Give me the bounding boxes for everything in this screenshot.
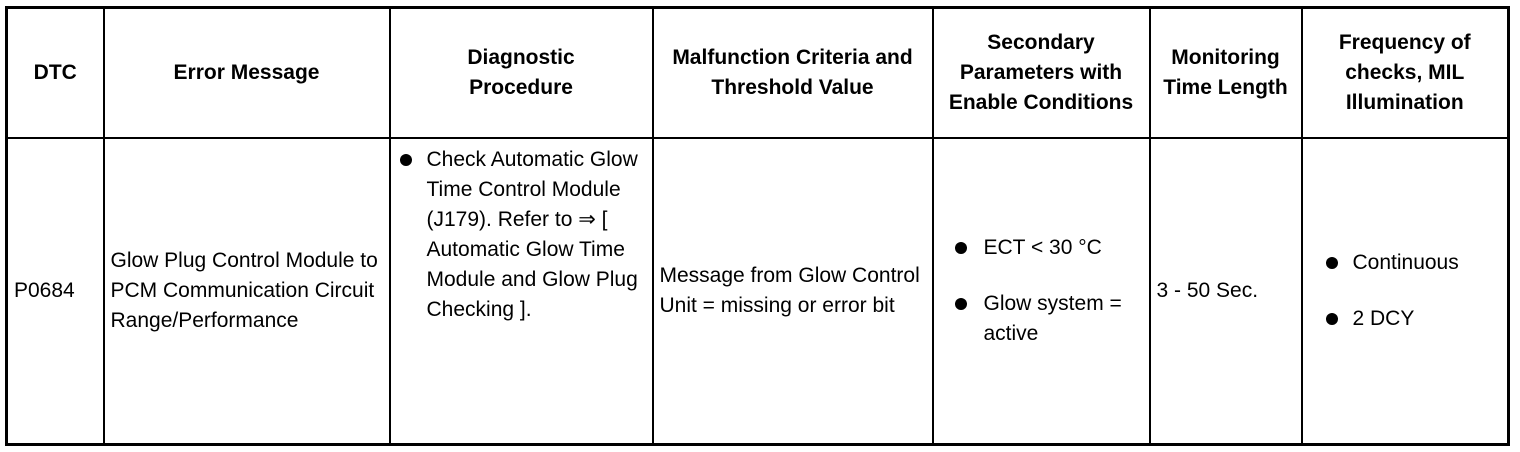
table-row: P0684 Glow Plug Control Module to PCM Co… xyxy=(5,137,1510,446)
header-monitoring-time: Monitoring Time Length xyxy=(1148,6,1303,139)
secondary-parameters-list: ECT < 30 °C Glow system = active xyxy=(952,233,1143,349)
header-error-message: Error Message xyxy=(102,6,391,139)
dtc-table: DTC Error Message Diagnostic Procedure M… xyxy=(5,6,1510,446)
header-row: DTC Error Message Diagnostic Procedure M… xyxy=(5,6,1510,139)
header-dtc: DTC xyxy=(5,6,105,139)
header-malfunction-criteria: Malfunction Criteria and Threshold Value xyxy=(651,6,934,139)
cell-malfunction-criteria: Message from Glow Control Unit = missing… xyxy=(651,137,934,446)
procedure-item: Check Automatic Glow Time Control Module… xyxy=(397,145,646,325)
procedure-list: Check Automatic Glow Time Control Module… xyxy=(397,145,646,325)
cell-error-message: Glow Plug Control Module to PCM Communic… xyxy=(102,137,391,446)
cell-monitoring-time: 3 - 50 Sec. xyxy=(1148,137,1303,446)
header-diagnostic-procedure: Diagnostic Procedure xyxy=(388,6,654,139)
header-frequency: Frequency of checks, MIL Illumination xyxy=(1300,6,1510,139)
frequency-list: Continuous 2 DCY xyxy=(1323,248,1502,334)
header-secondary-parameters: Secondary Parameters with Enable Conditi… xyxy=(931,6,1151,139)
secondary-parameter-item: Glow system = active xyxy=(952,289,1143,349)
cell-secondary-parameters: ECT < 30 °C Glow system = active xyxy=(931,137,1151,446)
cell-diagnostic-procedure: Check Automatic Glow Time Control Module… xyxy=(388,137,654,446)
frequency-item: Continuous xyxy=(1323,248,1502,278)
cell-dtc: P0684 xyxy=(5,137,105,446)
frequency-item: 2 DCY xyxy=(1323,304,1502,334)
secondary-parameter-item: ECT < 30 °C xyxy=(952,233,1143,263)
cell-frequency: Continuous 2 DCY xyxy=(1300,137,1510,446)
